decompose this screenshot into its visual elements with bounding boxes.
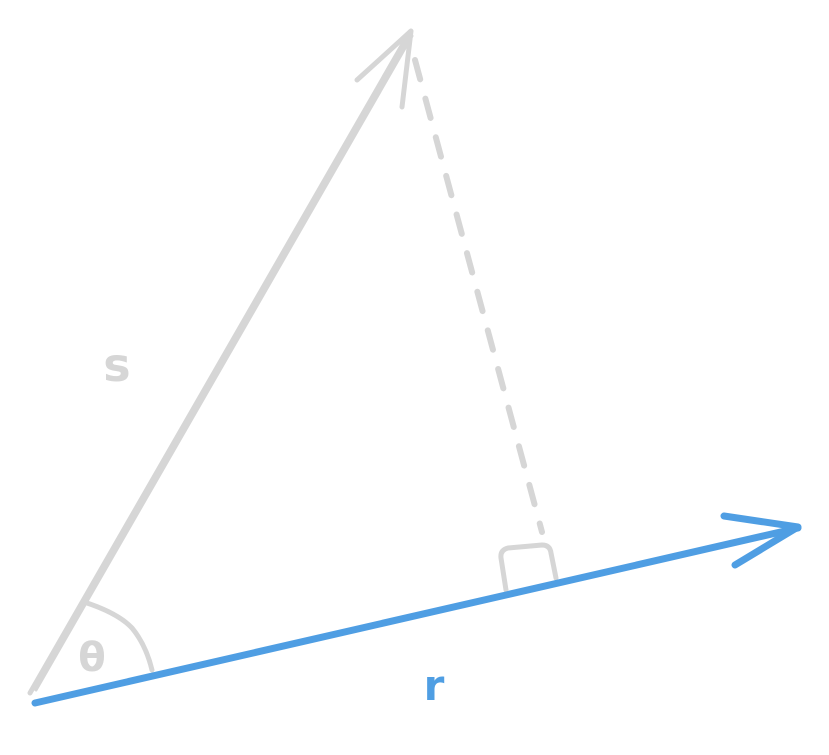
vector-r-arrow	[31, 512, 802, 707]
vector-s-shaft	[27, 29, 413, 696]
projection-dashed-line	[412, 57, 545, 535]
vector-s-arrow	[27, 28, 414, 696]
angle-theta-arc	[81, 599, 155, 673]
vector-s-arrowhead	[354, 28, 414, 110]
right-angle-marker	[498, 542, 559, 593]
vector-r-arrowhead	[720, 512, 802, 569]
label-s: s	[103, 338, 130, 392]
vector-r-shaft	[31, 524, 802, 707]
label-r: r	[424, 661, 445, 710]
label-theta: θ	[78, 635, 105, 681]
vector-s-shaft-double	[34, 34, 414, 692]
